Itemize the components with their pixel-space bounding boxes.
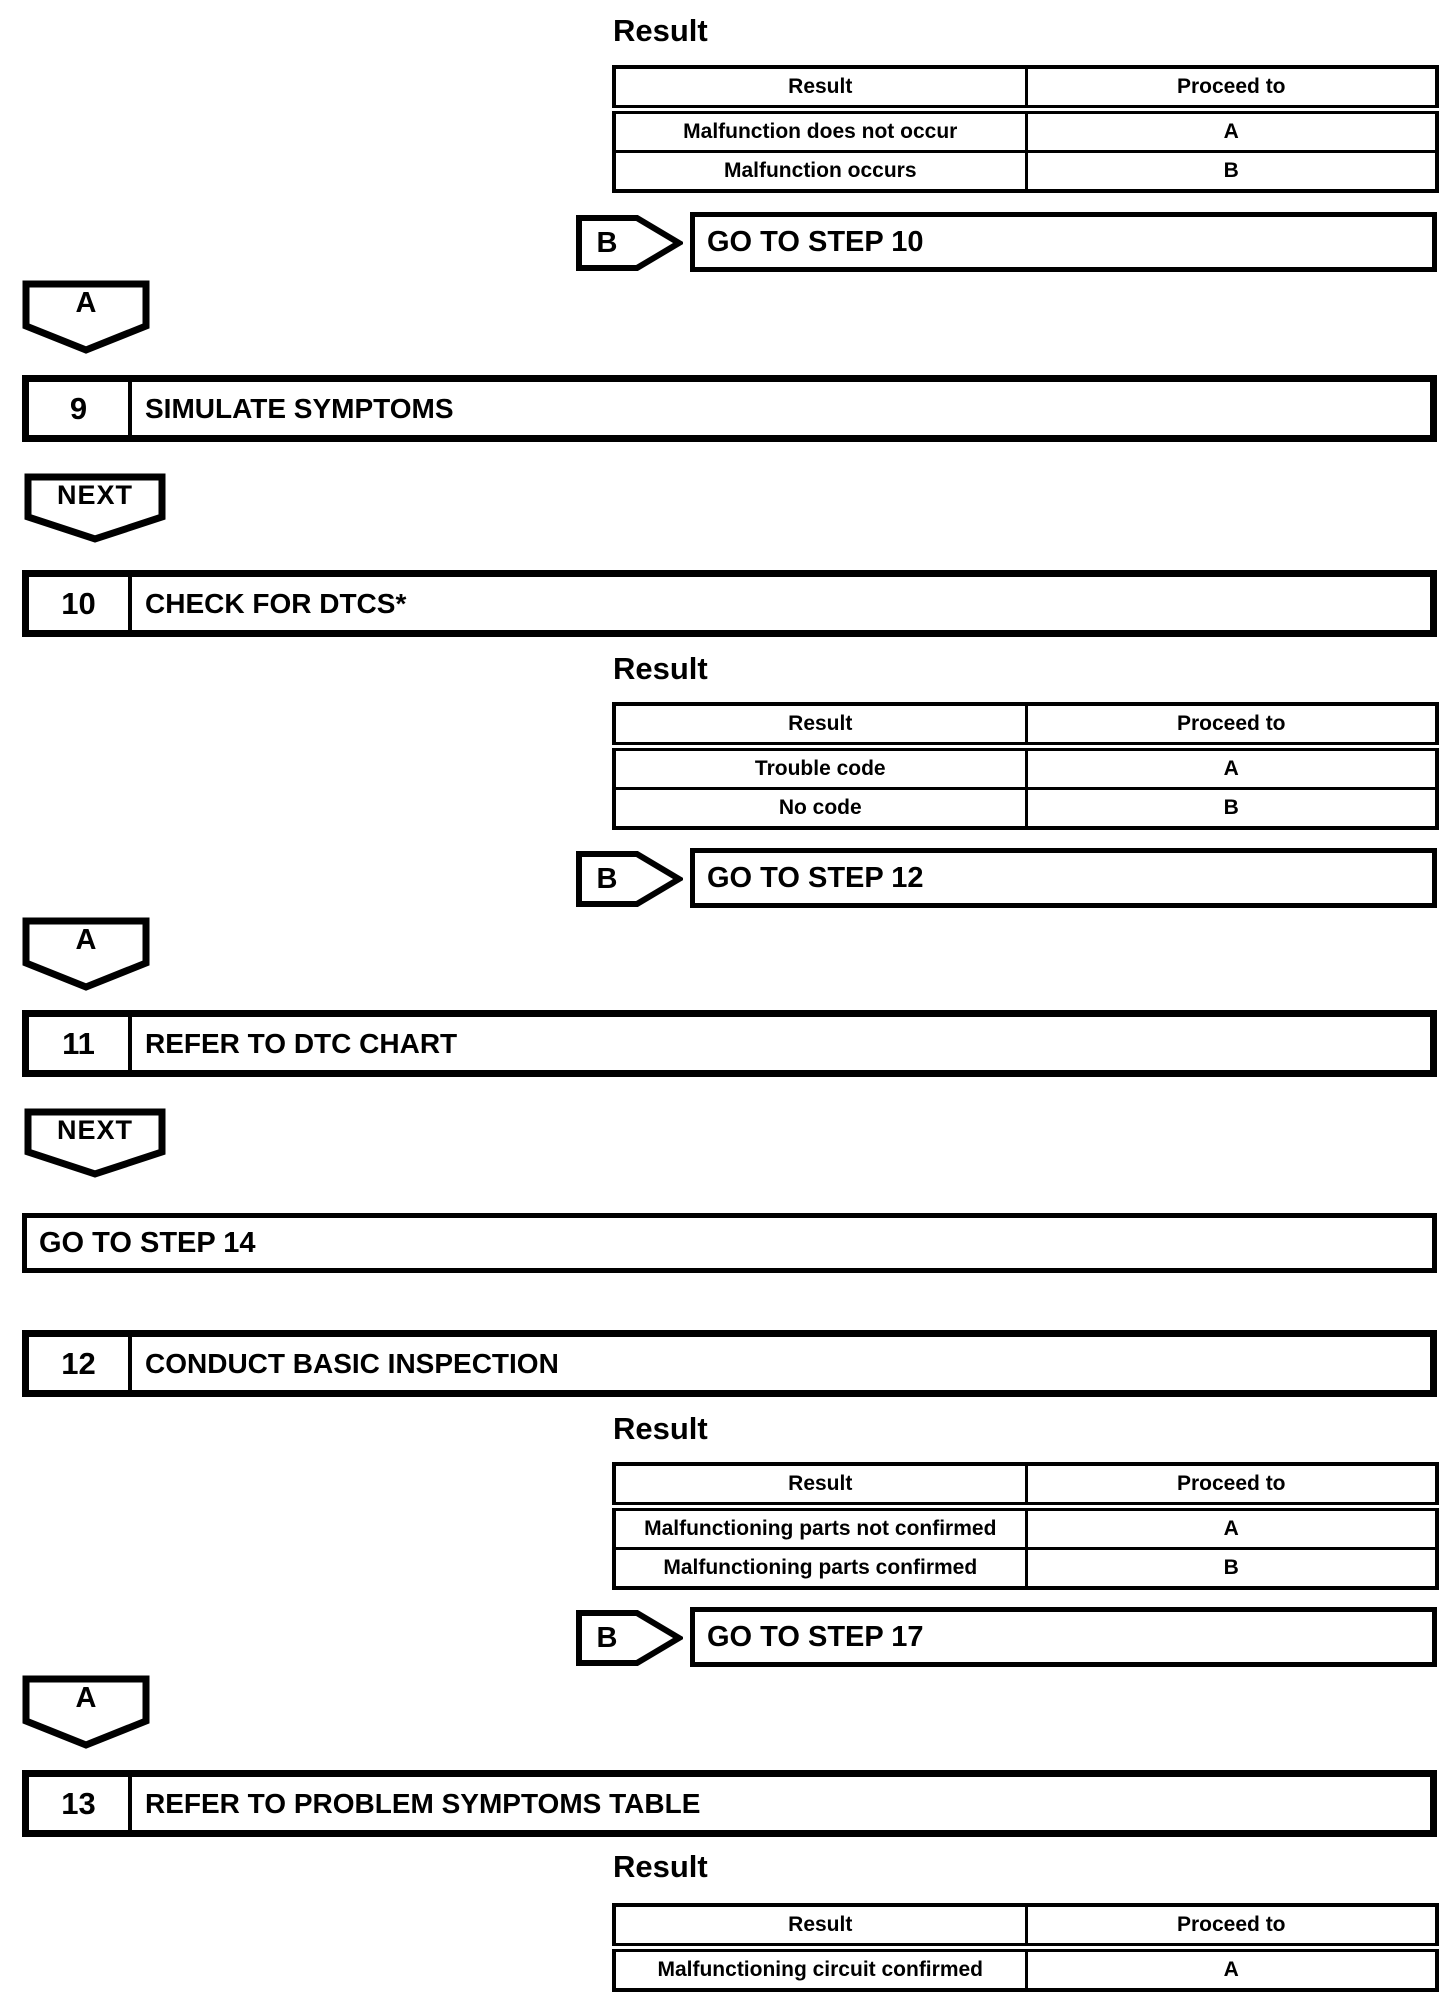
step-10-box: 10 CHECK FOR DTCS* [22, 570, 1437, 637]
step-13-box: 13 REFER TO PROBLEM SYMPTOMS TABLE [22, 1770, 1437, 1837]
result-table: Result Proceed to Trouble code A No code… [612, 702, 1439, 830]
result-cell: Malfunctioning parts not confirmed [612, 1505, 1028, 1550]
connector-a: A [22, 1675, 150, 1749]
right-arrow-icon [576, 1610, 683, 1666]
result-section-label: Result [613, 1411, 708, 1446]
down-pointer-icon [24, 1108, 166, 1178]
connector-b: B [575, 214, 683, 272]
table-row: Malfunctioning circuit confirmed A [612, 1946, 1439, 1992]
step-title: REFER TO DTC CHART [145, 1027, 458, 1059]
step-number: 12 [29, 1337, 132, 1390]
proceed-cell: B [1024, 787, 1439, 830]
step-number: 13 [29, 1777, 132, 1830]
connector-next-label: NEXT [56, 1114, 133, 1145]
table-row: Malfunction does not occur A [612, 108, 1439, 153]
proceed-cell: A [1024, 1946, 1439, 1992]
proceed-cell: A [1024, 1505, 1439, 1550]
step-number: 10 [29, 577, 132, 630]
step-number: 11 [29, 1017, 132, 1070]
connector-b-label: B [596, 1621, 618, 1654]
connector-next-label: NEXT [56, 479, 133, 510]
goto-step-12-box: GO TO STEP 12 [690, 848, 1437, 908]
proceed-cell: B [1024, 1547, 1439, 1590]
result-table: Result Proceed to Malfunction does not o… [612, 65, 1439, 193]
down-pointer-icon [22, 280, 150, 354]
step-title: CONDUCT BASIC INSPECTION [145, 1347, 559, 1379]
right-arrow-icon [576, 215, 683, 271]
result-cell: Trouble code [612, 745, 1028, 790]
down-pointer-icon [22, 917, 150, 991]
step-title: SIMULATE SYMPTOMS [145, 392, 454, 424]
proceed-cell: A [1024, 108, 1439, 153]
result-section-label: Result [613, 13, 708, 48]
table-header-proceed: Proceed to [1024, 702, 1439, 751]
step-11-box: 11 REFER TO DTC CHART [22, 1010, 1437, 1077]
result-cell: No code [612, 787, 1028, 830]
result-table: Result Proceed to Malfunctioning circuit… [612, 1903, 1439, 1992]
table-header-result: Result [612, 1462, 1028, 1511]
step-12-box: 12 CONDUCT BASIC INSPECTION [22, 1330, 1437, 1397]
down-pointer-icon [22, 1675, 150, 1749]
table-header-proceed: Proceed to [1024, 1903, 1439, 1952]
connector-a: A [22, 280, 150, 354]
table-row: No code B [612, 787, 1439, 830]
step-title: CHECK FOR DTCS* [145, 587, 407, 619]
connector-a-label: A [75, 923, 97, 956]
table-row: Malfunction occurs B [612, 150, 1439, 193]
connector-next: NEXT [24, 1108, 166, 1178]
table-row: Trouble code A [612, 745, 1439, 790]
proceed-cell: B [1024, 150, 1439, 193]
step-number: 9 [29, 382, 132, 435]
connector-b-label: B [596, 226, 618, 259]
result-section-label: Result [613, 1849, 708, 1884]
goto-step-14-box: GO TO STEP 14 [22, 1213, 1437, 1273]
connector-next: NEXT [24, 473, 166, 543]
down-pointer-icon [24, 473, 166, 543]
step-title: REFER TO PROBLEM SYMPTOMS TABLE [145, 1787, 701, 1819]
goto-step-17-box: GO TO STEP 17 [690, 1607, 1437, 1667]
table-header-proceed: Proceed to [1024, 1462, 1439, 1511]
right-arrow-icon [576, 851, 683, 907]
connector-a-label: A [75, 1681, 97, 1714]
connector-a-label: A [75, 286, 97, 319]
connector-b-label: B [596, 862, 618, 895]
result-table: Result Proceed to Malfunctioning parts n… [612, 1462, 1439, 1590]
table-header-result: Result [612, 65, 1028, 114]
table-row: Malfunctioning parts confirmed B [612, 1547, 1439, 1590]
result-cell: Malfunction does not occur [612, 108, 1028, 153]
table-header-result: Result [612, 702, 1028, 751]
table-header-result: Result [612, 1903, 1028, 1952]
result-cell: Malfunction occurs [612, 150, 1028, 193]
result-cell: Malfunctioning parts confirmed [612, 1547, 1028, 1590]
step-9-box: 9 SIMULATE SYMPTOMS [22, 375, 1437, 442]
result-section-label: Result [613, 651, 708, 686]
connector-b: B [575, 1609, 683, 1667]
table-row: Malfunctioning parts not confirmed A [612, 1505, 1439, 1550]
goto-step-10-box: GO TO STEP 10 [690, 212, 1437, 272]
proceed-cell: A [1024, 745, 1439, 790]
table-header-proceed: Proceed to [1024, 65, 1439, 114]
connector-b: B [575, 850, 683, 908]
result-cell: Malfunctioning circuit confirmed [612, 1946, 1028, 1992]
connector-a: A [22, 917, 150, 991]
